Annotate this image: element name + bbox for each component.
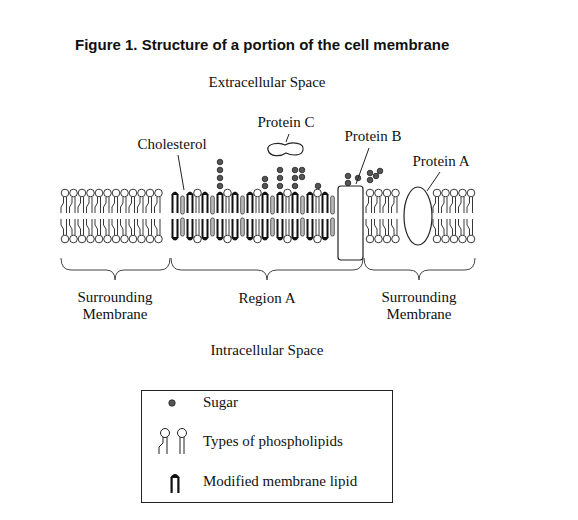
legend-text: Sugar — [203, 394, 238, 411]
sugar-chains — [217, 159, 383, 189]
part-label: Protein A — [412, 153, 469, 170]
space-label: Extracellular Space — [208, 74, 325, 91]
region-label: Region A — [238, 290, 295, 307]
part-label: Cholesterol — [137, 136, 206, 153]
part-label: Protein B — [344, 128, 401, 145]
space-label: Intracellular Space — [211, 342, 324, 359]
sugar-symbol — [169, 400, 175, 406]
figure-title: Figure 1. Structure of a portion of the … — [75, 36, 449, 53]
part-label: Protein C — [257, 114, 314, 131]
legend-box — [142, 391, 393, 503]
legend-text: Types of phospholipids — [203, 433, 343, 450]
protein-b-shape — [338, 186, 363, 260]
protein-a-shape — [404, 187, 432, 245]
region-label: Surrounding Membrane — [63, 289, 167, 324]
protein-c-shape — [268, 143, 303, 156]
legend-text: Modified membrane lipid — [203, 473, 357, 490]
region-brackets — [61, 258, 475, 280]
modified-lipid-symbol — [170, 474, 180, 493]
region-label: Surrounding Membrane — [367, 289, 471, 324]
phospholipid-symbols — [159, 429, 187, 455]
